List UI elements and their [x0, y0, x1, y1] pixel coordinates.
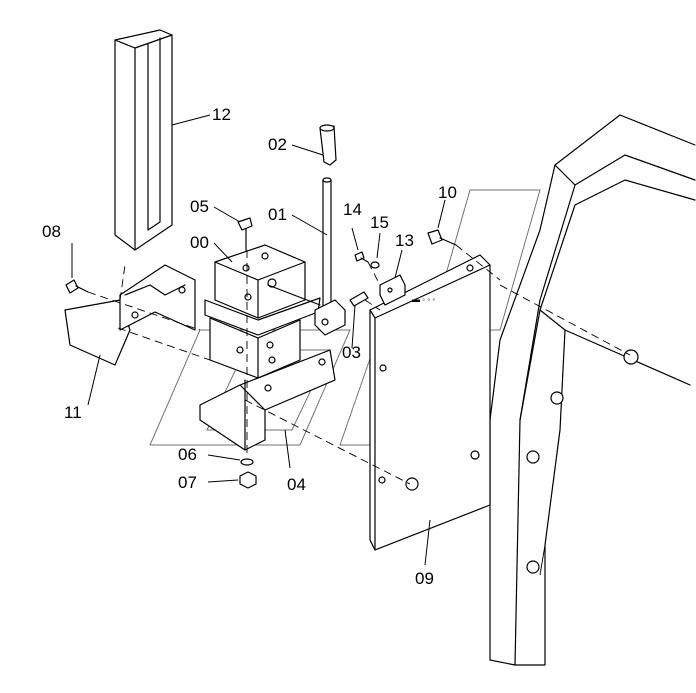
part-14-screw [354, 251, 369, 263]
label-03: 03 [342, 343, 361, 362]
label-09: 09 [415, 569, 434, 588]
label-08: 08 [42, 222, 61, 241]
part-00-valve-block [204, 244, 321, 379]
cab-frame [489, 114, 696, 666]
svg-text:▬ ◦ ◦ ◦: ▬ ◦ ◦ ◦ [412, 295, 435, 304]
label-14: 14 [343, 200, 362, 219]
frame-bolt-2 [526, 450, 540, 464]
label-05: 05 [190, 197, 209, 216]
part-06-washer [240, 458, 254, 466]
label-00: 00 [190, 233, 209, 252]
label-02: 02 [268, 135, 287, 154]
label-11: 11 [64, 403, 82, 422]
assembly-lines [87, 244, 631, 485]
part-08-bolt [65, 279, 89, 294]
nut-right-edge [623, 349, 639, 365]
label-13: 13 [395, 231, 414, 250]
part-03-pin [349, 291, 369, 307]
part-12-cover-channel [114, 29, 173, 251]
label-07: 07 [178, 473, 197, 492]
frame-bolt-3 [526, 560, 540, 574]
part-04-mount-bracket [199, 349, 336, 451]
part-02-knob [319, 124, 337, 166]
leader-lines [71, 114, 446, 566]
part-09-plate: ▬ ◦ ◦ ◦ [369, 254, 491, 551]
part-15-washer [370, 261, 380, 269]
part-10-bolt [427, 229, 457, 246]
label-06: 06 [178, 445, 197, 464]
part-01-lever [314, 177, 346, 336]
frame-bolt-1 [550, 391, 564, 405]
label-01: 01 [268, 205, 287, 224]
plate-nut [405, 477, 419, 491]
label-15: 15 [370, 213, 389, 232]
part-07-nut [239, 471, 257, 489]
labels: 12 02 01 05 00 08 11 14 15 13 10 03 04 0… [42, 105, 457, 588]
label-04: 04 [287, 475, 306, 494]
part-05-bolt [237, 217, 253, 251]
part-13-bracket [379, 274, 406, 306]
label-10: 10 [438, 183, 457, 202]
part-11-bracket [64, 264, 196, 366]
label-12: 12 [212, 105, 231, 124]
